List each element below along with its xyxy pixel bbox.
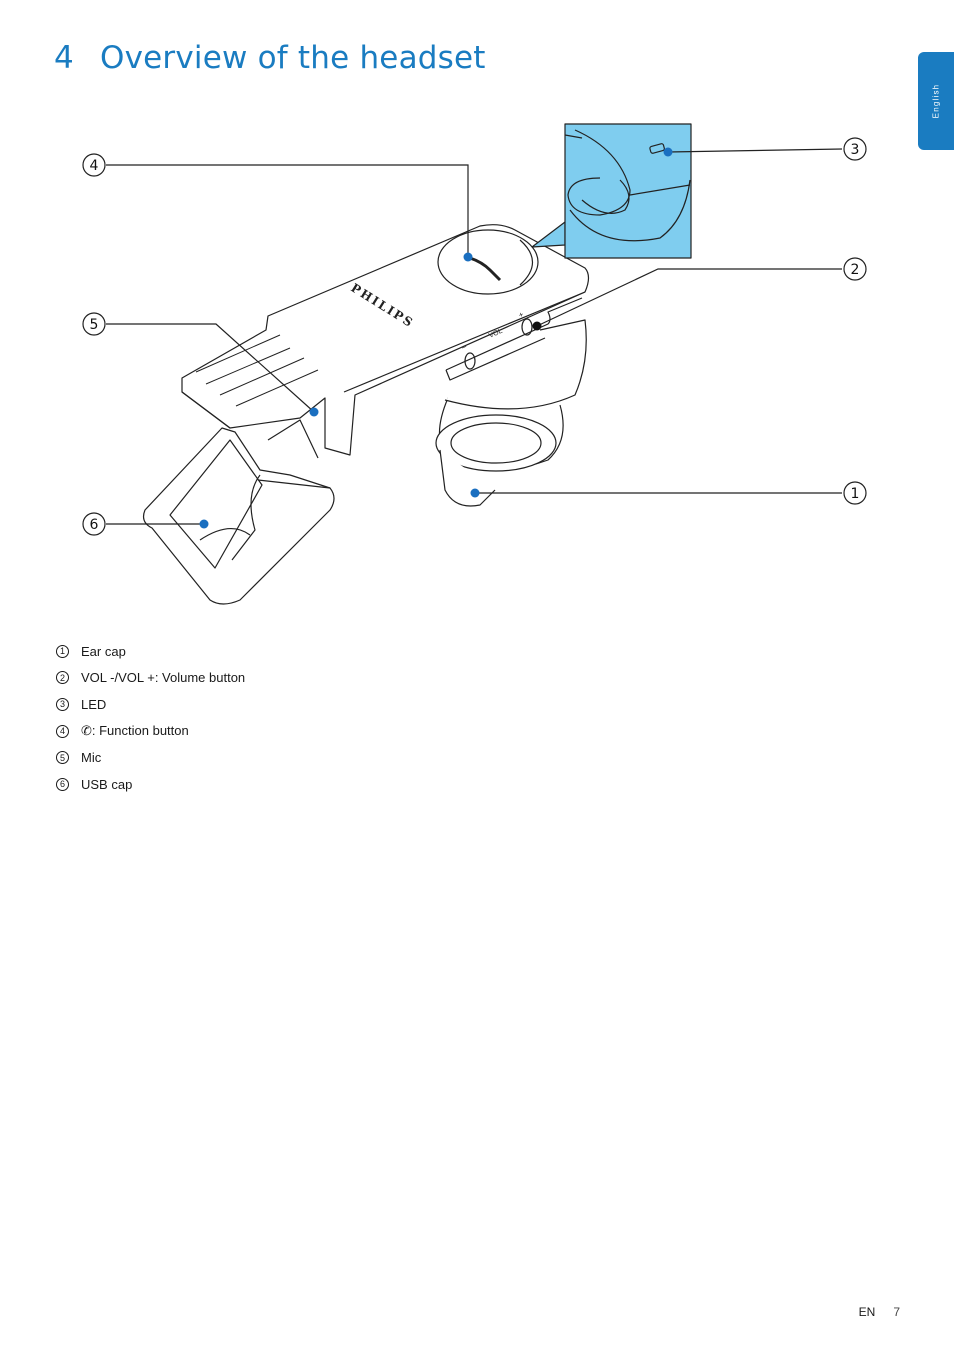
chapter-number: 4 <box>54 40 74 76</box>
svg-text:5: 5 <box>90 317 99 333</box>
legend-label: Ear cap <box>81 643 126 659</box>
vol-minus-label: – <box>460 342 468 352</box>
callout-5: 5 <box>82 312 106 336</box>
vol-plus-label: + <box>517 310 525 320</box>
parts-legend: 1 Ear cap 2 VOL -/VOL +: Volume button 3… <box>56 638 245 798</box>
callout-3: 3 <box>843 137 867 161</box>
mic-dot <box>309 407 319 417</box>
page-footer: EN 7 <box>859 1305 900 1319</box>
headset-body-drawing <box>181 224 590 459</box>
page-number: 7 <box>893 1305 900 1319</box>
callout-2: 2 <box>843 257 867 281</box>
phone-icon <box>469 256 502 282</box>
svg-text:3: 3 <box>851 142 860 158</box>
legend-number: 4 <box>56 724 69 738</box>
legend-label: USB cap <box>81 776 133 792</box>
legend-label: Mic <box>81 750 102 766</box>
ear-cap-drawing <box>435 319 587 507</box>
svg-text:4: 4 <box>90 158 99 174</box>
led-inset <box>531 123 692 259</box>
headset-diagram: PHILIPS VOL – + <box>82 123 867 605</box>
callout-6: 6 <box>82 512 106 536</box>
legend-label: ✆: Function button <box>81 723 189 739</box>
callout-4: 4 <box>82 153 106 177</box>
usb-cap-dot <box>199 519 209 529</box>
svg-text:1: 1 <box>851 486 860 502</box>
svg-text:2: 2 <box>851 262 860 278</box>
led-dot <box>663 147 673 157</box>
svg-text:6: 6 <box>90 517 99 533</box>
legend-label: VOL -/VOL +: Volume button <box>81 670 246 686</box>
legend-item: 2 VOL -/VOL +: Volume button <box>56 665 245 692</box>
legend-item: 5 Mic <box>56 744 245 771</box>
legend-number: 5 <box>56 751 69 765</box>
legend-item: 3 LED <box>56 691 245 718</box>
legend-item: 6 USB cap <box>56 771 245 798</box>
ear-cap-dot <box>470 488 480 498</box>
legend-number: 6 <box>56 777 69 791</box>
legend-number: 1 <box>56 644 69 658</box>
legend-label: LED <box>81 696 107 712</box>
chapter-title: Overview of the headset <box>100 40 486 76</box>
callout-dots <box>199 147 673 529</box>
function-button-dot <box>463 252 473 262</box>
callout-1: 1 <box>843 481 867 505</box>
volume-button-dot <box>532 321 542 331</box>
callout-lines <box>106 148 843 525</box>
footer-language: EN <box>858 1305 876 1319</box>
language-tab[interactable]: English <box>918 52 954 150</box>
legend-number: 2 <box>56 671 69 685</box>
legend-item: 4 ✆: Function button <box>56 718 245 745</box>
legend-item: 1 Ear cap <box>56 638 245 665</box>
page-title: 4 Overview of the headset <box>54 40 486 76</box>
legend-number: 3 <box>56 697 69 711</box>
usb-cap-drawing <box>142 427 335 605</box>
